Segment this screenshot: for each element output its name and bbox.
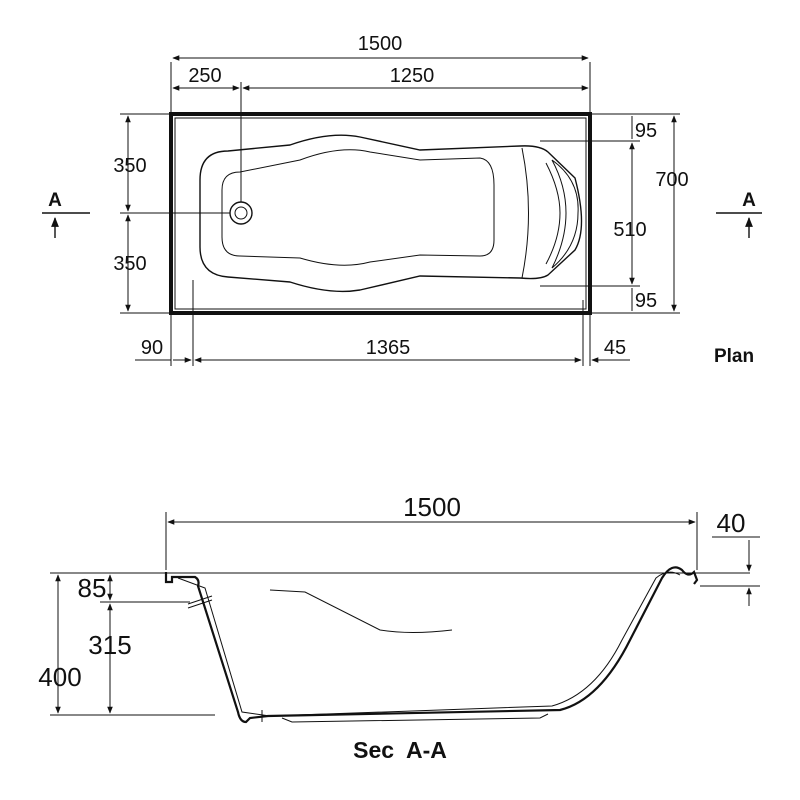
plan-dim-1250: 1250 <box>390 65 435 87</box>
plan-label: Plan <box>714 346 754 367</box>
plan-dim-1365: 1365 <box>366 337 411 359</box>
plan-basin-inner <box>221 149 495 266</box>
plan-inner-rim-line <box>174 117 587 310</box>
section-dim-1500: 1500 <box>403 492 461 522</box>
plan-dim-90: 90 <box>141 337 163 359</box>
section-marker-right: A <box>742 190 756 211</box>
section-tub-inner <box>177 571 681 717</box>
section-dim-85: 85 <box>78 573 107 603</box>
section-view: 1500 40 85 315 400 Sec A-A <box>38 492 760 763</box>
plan-dim-510: 510 <box>613 219 646 241</box>
plan-basin-outline <box>199 134 583 293</box>
section-tub-profile <box>164 566 699 724</box>
section-marker-left: A <box>48 190 62 211</box>
section-dim-315: 315 <box>88 630 131 660</box>
plan-outer-rim <box>169 112 592 315</box>
plan-dim-250: 250 <box>188 65 221 87</box>
plan-view: 1500 250 1250 350 350 A A 700 95 510 95 <box>42 33 762 367</box>
plan-dim-350-bottom: 350 <box>113 253 146 275</box>
plan-dim-1500: 1500 <box>358 33 403 55</box>
section-label: Sec A-A <box>353 737 447 763</box>
plan-dim-95-top: 95 <box>635 120 657 142</box>
plan-dim-700: 700 <box>655 169 688 191</box>
drain-icon <box>229 201 253 225</box>
section-dim-40: 40 <box>717 508 746 538</box>
section-dim-400: 400 <box>38 662 81 692</box>
plan-dim-45: 45 <box>604 337 626 359</box>
plan-headrest <box>521 147 529 279</box>
plan-dim-350-top: 350 <box>113 155 146 177</box>
plan-dim-95-bottom: 95 <box>635 290 657 312</box>
